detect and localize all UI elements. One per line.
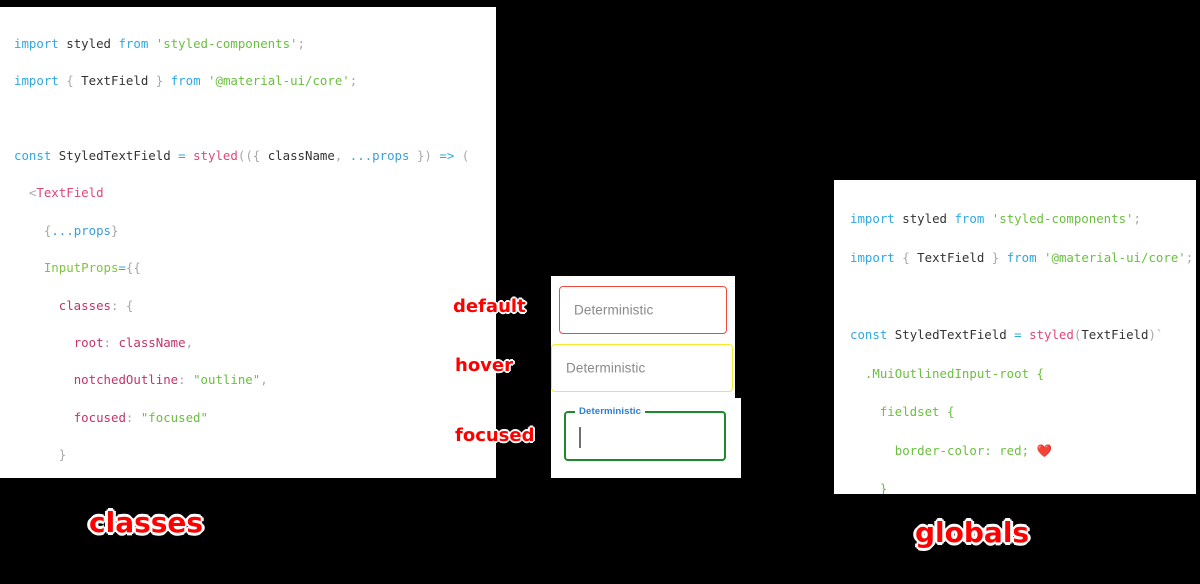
code-line: focused: "focused" [73, 409, 208, 425]
textfield-default[interactable]: Deterministic [559, 286, 727, 334]
code-line: {...props} [43, 222, 119, 238]
panel-title-globals: globals [915, 516, 1030, 549]
code-line: fieldset { [879, 404, 955, 420]
code-line: classes: { [58, 297, 134, 313]
code-panel-globals: import styled from 'styled-components'; … [834, 180, 1196, 494]
preview-panel-top: Deterministic Deterministic [551, 276, 735, 398]
textfield-focused-notch-label: Deterministic [575, 406, 646, 417]
code-line: InputProps={{ [43, 260, 141, 276]
code-line: .MuiOutlinedInput-root { [864, 365, 1044, 381]
textfield-hover[interactable]: Deterministic [551, 344, 733, 392]
code-line: notchedOutline: "outline", [73, 372, 268, 388]
textfield-default-label: Deterministic [574, 302, 654, 318]
code-line: import styled from 'styled-components'; [14, 35, 305, 51]
annotation-hover: hover [455, 355, 513, 376]
code-line: root: className, [73, 334, 194, 350]
code-line: const StyledTextField = styled(TextField… [850, 327, 1164, 343]
code-line: import { TextField } from '@material-ui/… [14, 73, 358, 89]
code-line: } [879, 481, 888, 494]
code-block-classes: import styled from 'styled-components'; … [14, 16, 496, 478]
code-line: } [58, 447, 67, 463]
code-line [14, 110, 496, 129]
code-block-globals: import styled from 'styled-components'; … [850, 190, 1196, 494]
panel-title-classes: classes [89, 506, 204, 539]
code-line [850, 286, 1196, 305]
code-line: import styled from 'styled-components'; [850, 211, 1141, 227]
textfield-focused[interactable]: Deterministic [564, 406, 726, 461]
annotation-focused: focused [455, 425, 535, 446]
textfield-hover-label: Deterministic [566, 360, 646, 376]
code-panel-classes: import styled from 'styled-components'; … [0, 7, 496, 478]
code-line: const StyledTextField = styled(({ classN… [14, 147, 470, 163]
preview-panel-bottom: Deterministic [551, 398, 741, 478]
text-caret [579, 427, 581, 448]
annotation-default: default [453, 296, 526, 317]
code-line: import { TextField } from '@material-ui/… [850, 249, 1194, 265]
code-line: border-color: red; ❤️ [894, 442, 1052, 458]
code-line: <TextField [28, 185, 104, 201]
